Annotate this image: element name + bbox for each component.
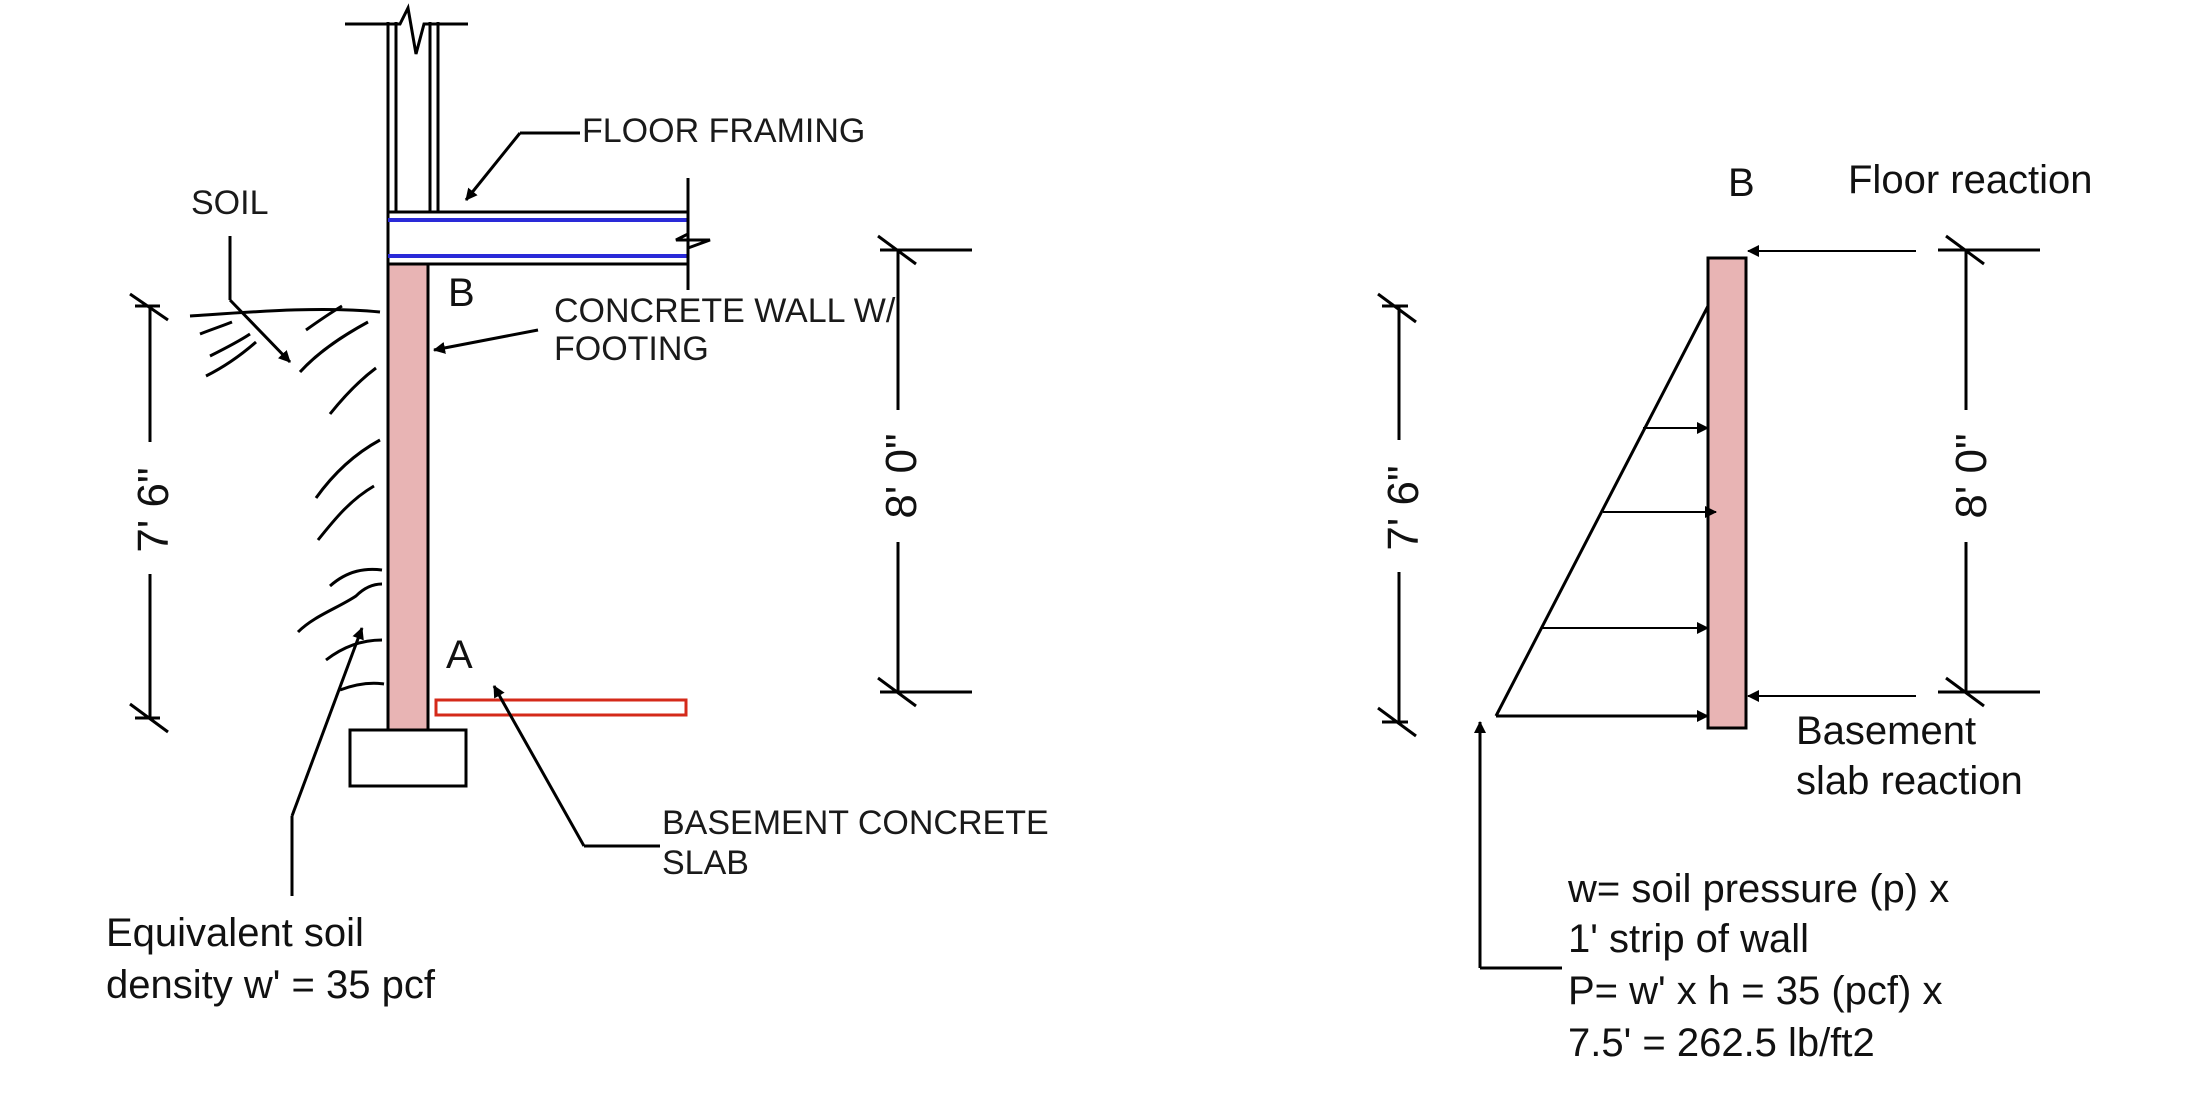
right-soil-height-dimension bbox=[1377, 292, 1417, 738]
density-label-line2: density w' = 35 pcf bbox=[106, 963, 436, 1007]
soil-height-dimension bbox=[129, 292, 169, 734]
formula-line1: w= soil pressure (p) x bbox=[1567, 867, 1949, 911]
stud-wall-above bbox=[345, 3, 468, 212]
concrete-wall bbox=[386, 262, 430, 732]
basement-slab bbox=[434, 698, 688, 717]
formula-line2: 1' strip of wall bbox=[1568, 917, 1809, 961]
formula-line4: 7.5' = 262.5 lb/ft2 bbox=[1568, 1021, 1875, 1065]
floor-framing-label: FLOOR FRAMING bbox=[582, 112, 865, 150]
right-wall-height-dimension bbox=[1938, 234, 2040, 708]
floor-framing-leader bbox=[464, 131, 580, 201]
footing bbox=[348, 728, 468, 788]
right-load-diagram: 7' 6" 8' 0" B Floor reaction Basement sl… bbox=[1377, 158, 2093, 1065]
soil-height-label: 7' 6" bbox=[129, 467, 178, 552]
density-leader bbox=[290, 627, 364, 896]
point-a-label: A bbox=[446, 633, 473, 677]
point-b-label: B bbox=[448, 271, 475, 315]
right-point-b-label: B bbox=[1728, 161, 1755, 205]
wall-label-line1: CONCRETE WALL W/ bbox=[554, 292, 896, 330]
right-soil-height-label: 7' 6" bbox=[1379, 465, 1428, 550]
formula-leader bbox=[1474, 721, 1562, 970]
soil-label: SOIL bbox=[191, 184, 268, 222]
floor-joist bbox=[386, 178, 711, 290]
wall-height-dimension bbox=[877, 234, 972, 708]
slab-label-line1: BASEMENT CONCRETE bbox=[662, 804, 1049, 842]
wall-height-label: 8' 0" bbox=[877, 433, 926, 518]
formula-line3: P= w' x h = 35 (pcf) x bbox=[1568, 969, 1942, 1013]
wall-leader bbox=[433, 328, 539, 354]
floor-reaction-label: Floor reaction bbox=[1848, 158, 2093, 202]
slab-reaction-label-line2: slab reaction bbox=[1796, 759, 2023, 803]
wall-member bbox=[1706, 256, 1748, 730]
soil-pressure-triangle bbox=[1494, 305, 1717, 722]
soil-leader bbox=[228, 236, 292, 364]
wall-label-line2: FOOTING bbox=[554, 330, 709, 368]
slab-reaction-label-line1: Basement bbox=[1796, 709, 1976, 753]
density-label-line1: Equivalent soil bbox=[106, 911, 364, 955]
soil-hatch bbox=[189, 304, 385, 692]
left-section-drawing: 7' 6" 8' 0" SOIL FLOOR FRAMING B CONCRET… bbox=[106, 3, 1049, 1007]
slab-label-line2: SLAB bbox=[662, 844, 749, 882]
right-wall-height-label: 8' 0" bbox=[1947, 433, 1996, 518]
slab-leader bbox=[492, 685, 660, 848]
